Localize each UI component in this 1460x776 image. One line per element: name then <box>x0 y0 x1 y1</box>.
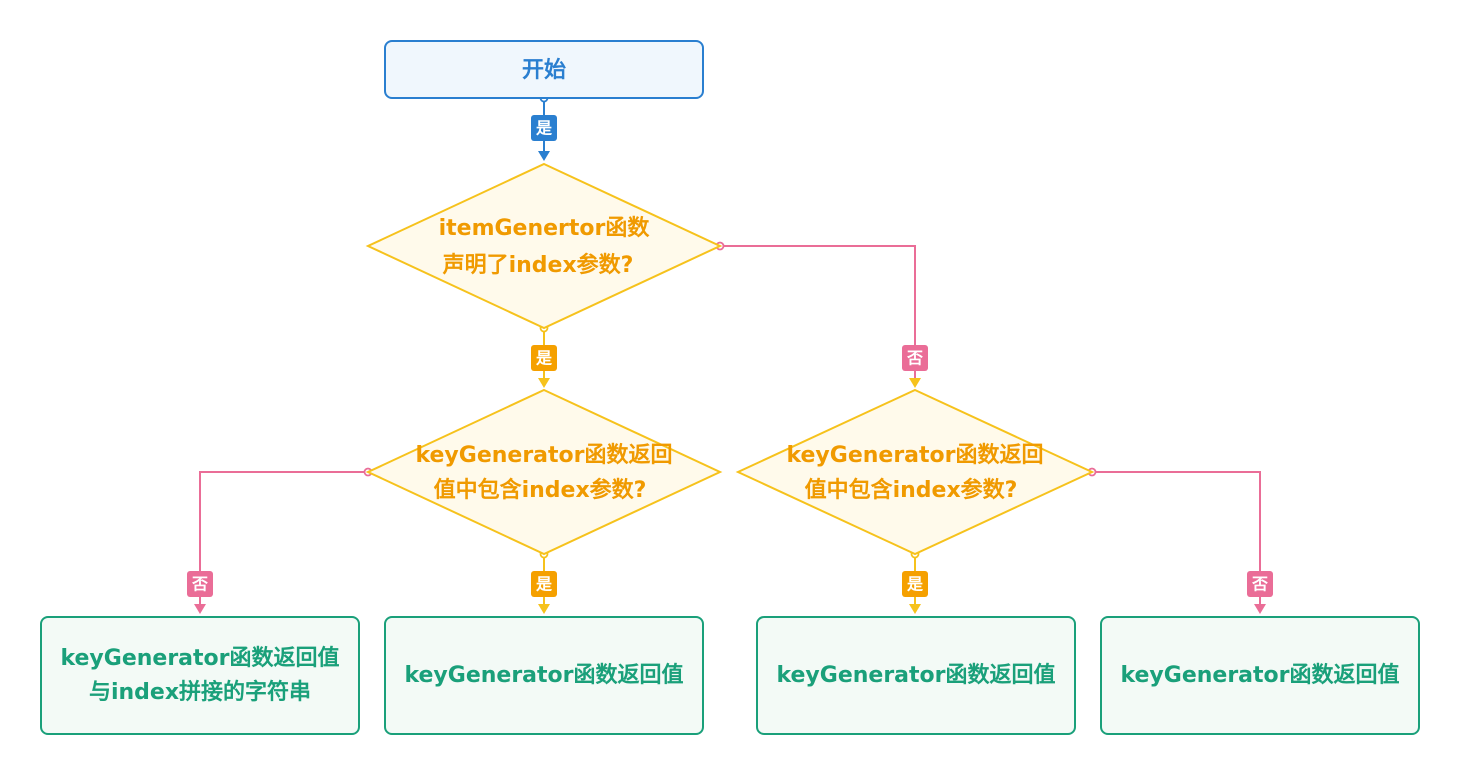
decision-2-left-line-2: 值中包含index参数? <box>434 477 647 503</box>
badge-yes-decision-2-left: 是 <box>531 571 557 597</box>
badge-no-decision-2-left: 否 <box>187 571 213 597</box>
decision-1-line-1: itemGenertor函数 <box>439 215 651 241</box>
badge-no-decision-2-left-label: 否 <box>191 575 208 594</box>
result-node-3[interactable]: keyGenerator函数返回值 <box>756 616 1076 735</box>
result-node-2[interactable]: keyGenerator函数返回值 <box>384 616 704 735</box>
badge-no-decision-1: 否 <box>902 345 928 371</box>
badge-yes-decision-2-right: 是 <box>902 571 928 597</box>
start-node[interactable]: 开始 <box>384 40 704 99</box>
decision-node-1[interactable]: itemGenertor函数 声明了index参数? <box>365 162 723 330</box>
start-label: 开始 <box>522 57 566 83</box>
badge-yes-decision-2-left-label: 是 <box>535 575 552 594</box>
badge-no-decision-2-right: 否 <box>1247 571 1273 597</box>
result-3-label: keyGenerator函数返回值 <box>776 662 1055 688</box>
decision-2-left-line-1: keyGenerator函数返回 <box>415 442 672 468</box>
result-2-label: keyGenerator函数返回值 <box>404 662 683 688</box>
decision-1-line-2: 声明了index参数? <box>442 252 634 278</box>
edge-decision-1-no <box>715 241 921 388</box>
decision-node-2-right[interactable]: keyGenerator函数返回 值中包含index参数? <box>735 388 1095 556</box>
edge-decision-2-right-no <box>1087 467 1266 614</box>
result-1-line-1: keyGenerator函数返回值 <box>60 645 339 671</box>
decision-2-right-line-2: 值中包含index参数? <box>805 477 1018 503</box>
result-node-1[interactable]: keyGenerator函数返回值 与index拼接的字符串 <box>40 616 360 735</box>
decision-2-right-line-1: keyGenerator函数返回 <box>786 442 1043 468</box>
badge-yes-start-label: 是 <box>535 119 552 138</box>
badge-no-decision-2-right-label: 否 <box>1251 575 1268 594</box>
edge-decision-2-left-no <box>194 467 373 614</box>
badge-yes-decision-1-label: 是 <box>535 349 552 368</box>
result-node-4[interactable]: keyGenerator函数返回值 <box>1100 616 1420 735</box>
badge-yes-decision-2-right-label: 是 <box>906 575 923 594</box>
badge-yes-decision-1: 是 <box>531 345 557 371</box>
decision-node-2-left[interactable]: keyGenerator函数返回 值中包含index参数? <box>365 388 723 556</box>
badge-no-decision-1-label: 否 <box>906 349 923 368</box>
result-4-label: keyGenerator函数返回值 <box>1120 662 1399 688</box>
result-1-line-2: 与index拼接的字符串 <box>89 679 311 705</box>
badge-yes-start: 是 <box>531 115 557 141</box>
